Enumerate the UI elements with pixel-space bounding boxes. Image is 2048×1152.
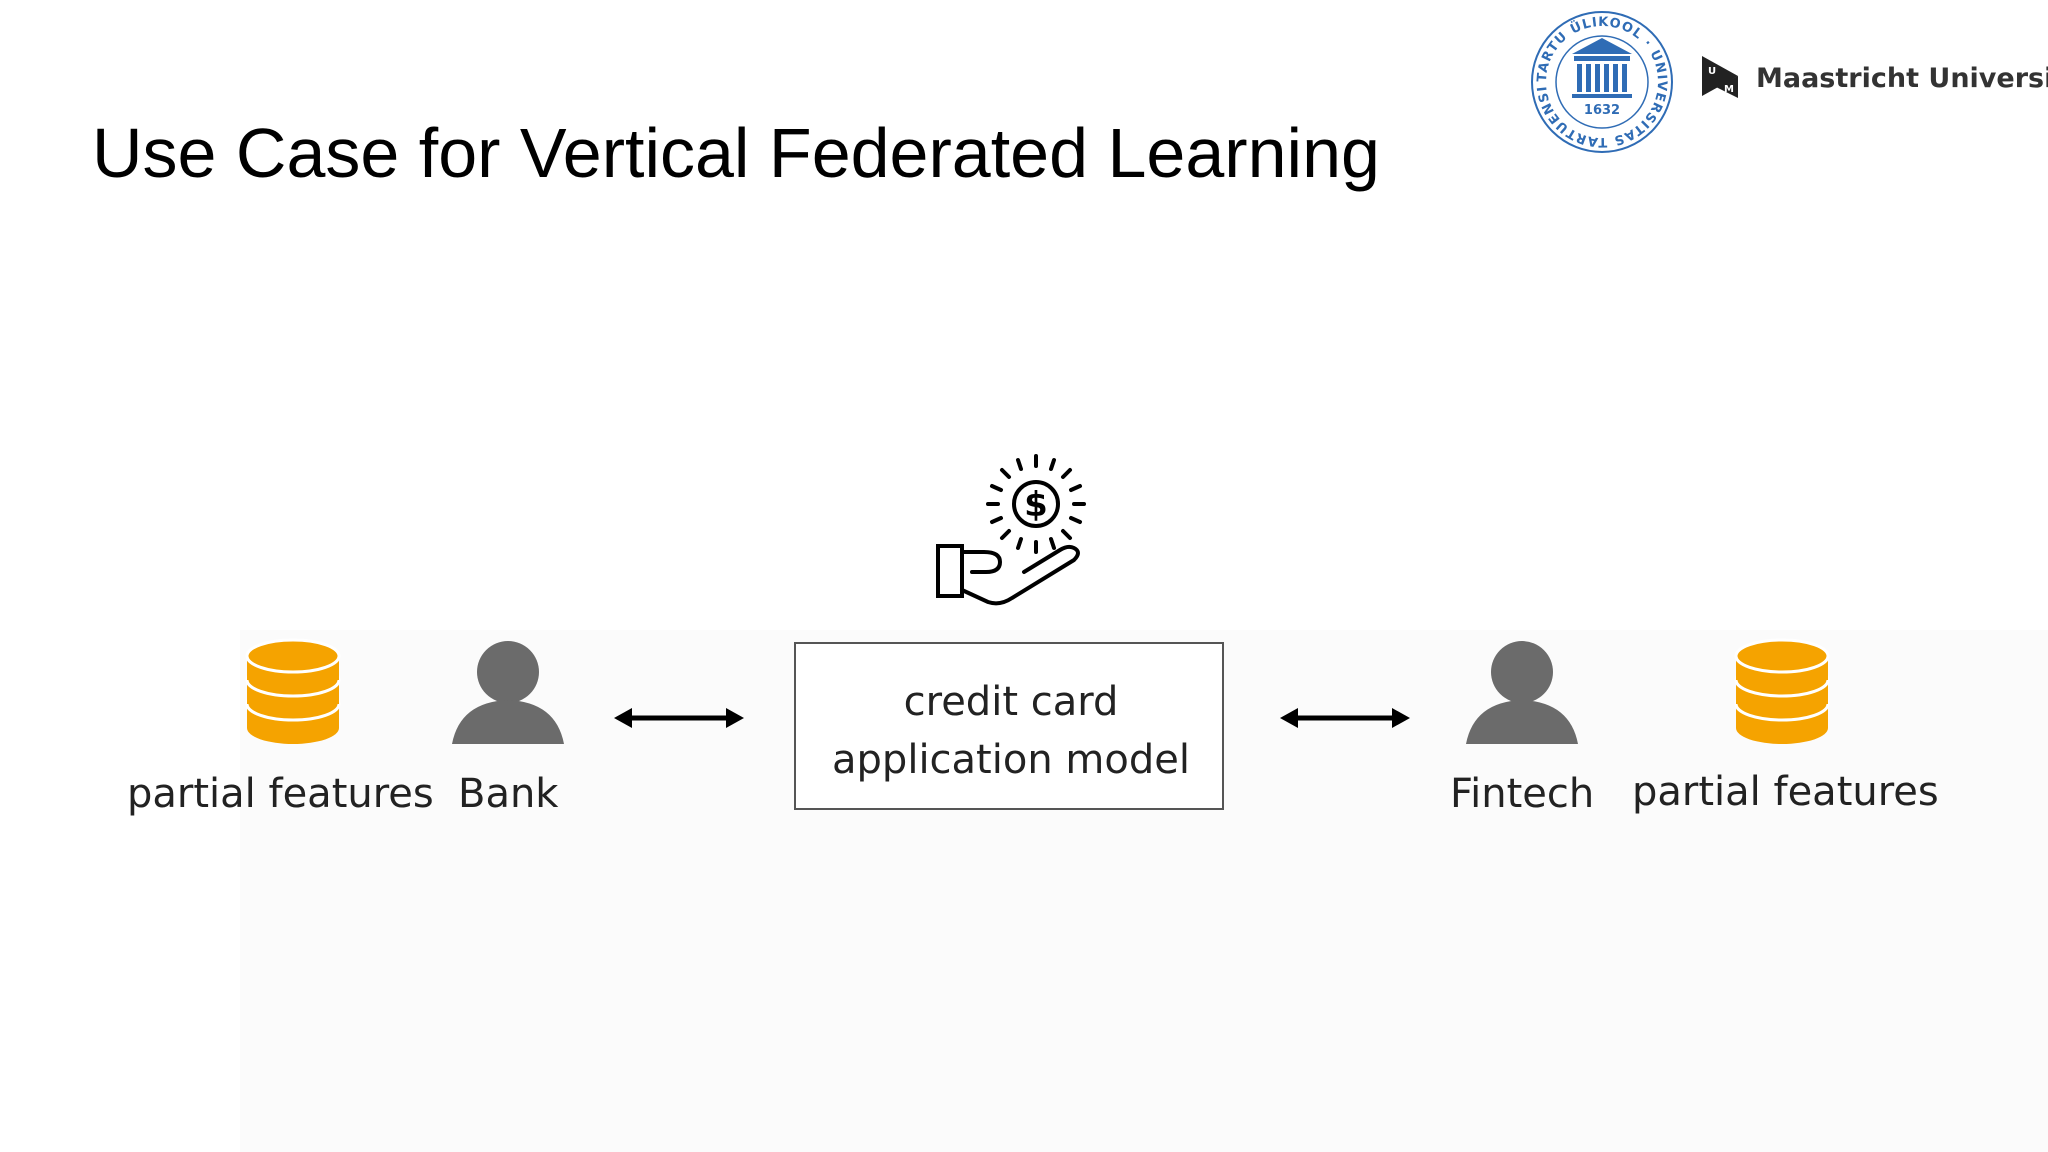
left-database-label: partial features: [127, 771, 434, 817]
model-label-line2: application model: [832, 737, 1190, 783]
maastricht-logo-mark: U M: [1702, 56, 1738, 98]
hand-holding-dollar-icon: $: [936, 454, 1086, 606]
svg-text:U: U: [1708, 66, 1716, 77]
tartu-university-logo: TARTU ÜLIKOOL · UNIVERSITAS TARTUENSIS 1…: [1523, 0, 1673, 153]
slide-title: Use Case for Vertical Federated Learning: [92, 114, 1380, 192]
bank-label: Bank: [458, 771, 559, 817]
left-bidirectional-arrow: [614, 708, 744, 728]
fintech-label: Fintech: [1450, 771, 1595, 817]
tartu-year: 1632: [1584, 103, 1620, 118]
right-database-label: partial features: [1632, 769, 1939, 815]
right-database-icon: [1734, 638, 1830, 744]
svg-text:$: $: [1024, 485, 1048, 525]
maastricht-logo-text: Maastricht University: [1756, 63, 2048, 94]
model-label-line1: credit card: [903, 679, 1119, 725]
bank-person-icon: [452, 641, 564, 744]
fintech-person-icon: [1466, 641, 1578, 744]
right-bidirectional-arrow: [1280, 708, 1410, 728]
svg-text:M: M: [1724, 84, 1734, 95]
credit-card-application-model-box: credit card application model: [794, 642, 1224, 810]
left-database-icon: [245, 638, 341, 744]
